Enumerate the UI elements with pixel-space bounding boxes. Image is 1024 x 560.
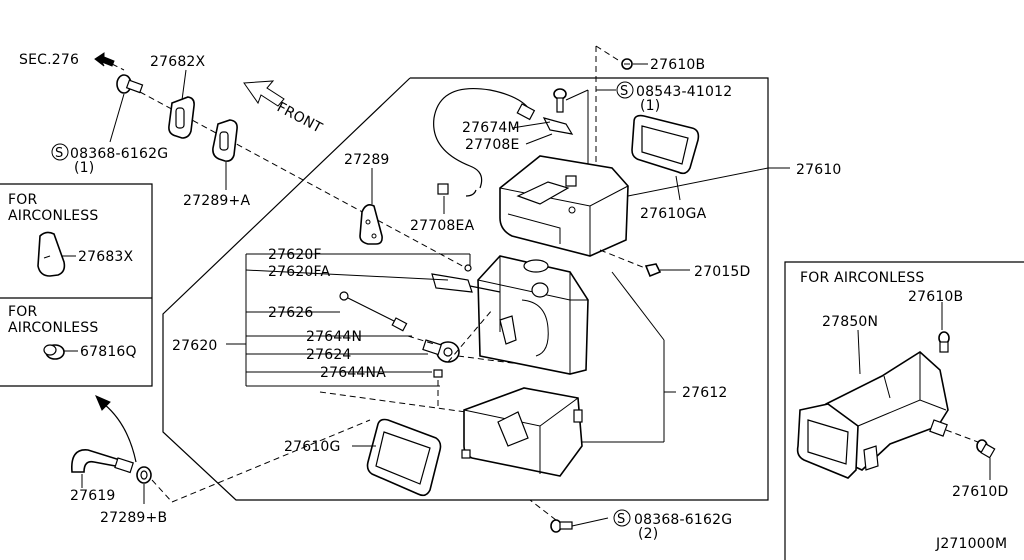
inset-a-title-2: AIRCONLESS [8,208,98,224]
inset-c-title: FOR AIRCONLESS [800,270,924,286]
inset-b-title-1: FOR [8,304,37,320]
cable-icon [339,291,408,332]
label-27850N: 27850N [822,314,878,330]
label-27610B-top: 27610B [650,57,705,73]
s-mark: S [620,84,628,99]
cover-plate-icon [37,231,66,277]
linkage-icon [431,264,501,293]
label-front: FRONT [274,99,325,136]
label-27683X: 27683X [78,249,134,265]
screw-icon [621,58,633,70]
inset-box-left [0,183,153,387]
duct-icon [796,351,949,479]
label-27610: 27610 [796,162,842,178]
gasket-icon [631,114,700,175]
wire-harness-icon [433,88,574,197]
middle-case-icon [477,255,589,375]
main-assembly-frame [162,77,769,501]
small-bolt-icon [433,369,443,378]
screw-icon [550,519,573,533]
motor-icon [422,339,460,363]
inset-b-title-2: AIRCONLESS [8,320,98,336]
label-08368-6162G-bottom: 08368-6162G [634,512,732,528]
label-27289: 27289 [344,152,390,168]
clip-icon [644,263,662,278]
front-arrow-icon [243,80,285,107]
label-27289-B: 27289+B [100,510,167,526]
label-27644NA: 27644NA [320,365,386,381]
label-27610B-right: 27610B [908,289,963,305]
label-67816Q: 67816Q [80,344,137,360]
label-27610G: 27610G [284,439,341,455]
diagram-code: J271000M [935,536,1007,552]
label-27708EA: 27708EA [410,218,475,234]
inset-box-right [784,261,1024,560]
screw-icon [976,439,996,459]
s-mark: S [617,512,625,527]
label-27620: 27620 [172,338,218,354]
bolt-icon [116,74,144,94]
screw-icon [938,331,950,353]
lower-case-icon [461,387,583,477]
label-27624: 27624 [306,347,352,363]
qty-08368-6162G-bottom: (2) [638,526,658,542]
qty-08368-6162G-top: (1) [74,160,94,176]
bracket-icon [359,204,383,245]
label-27612: 27612 [682,385,728,401]
label-27644N: 27644N [306,329,362,345]
gasket-icon [366,418,442,497]
curved-arrow-icon [95,395,137,463]
screw-icon [553,88,567,113]
label-27620F: 27620F [268,247,322,263]
inset-a-title-1: FOR [8,192,37,208]
label-27619: 27619 [70,488,116,504]
drain-hose-icon [71,449,134,474]
label-27015D: 27015D [694,264,751,280]
upper-case-icon [499,155,629,257]
label-27610D: 27610D [952,484,1009,500]
grommet-icon [168,96,195,139]
label-08368-6162G-top: 08368-6162G [70,146,168,162]
seal-ring-icon [136,466,152,484]
seal-icon [212,119,238,162]
label-27626: 27626 [268,305,314,321]
label-08543-41012: 08543-41012 [636,84,732,100]
label-27674M: 27674M [462,120,520,136]
qty-08543-41012: (1) [640,98,660,114]
label-27708E: 27708E [465,137,520,153]
label-27610GA: 27610GA [640,206,707,222]
label-27682X: 27682X [150,54,206,70]
s-mark: S [55,146,63,161]
plug-icon [43,344,65,360]
sec-arrow-icon [94,52,125,71]
label-27620FA: 27620FA [268,264,331,280]
label-27289-A: 27289+A [183,193,250,209]
label-sec276: SEC.276 [19,52,79,68]
